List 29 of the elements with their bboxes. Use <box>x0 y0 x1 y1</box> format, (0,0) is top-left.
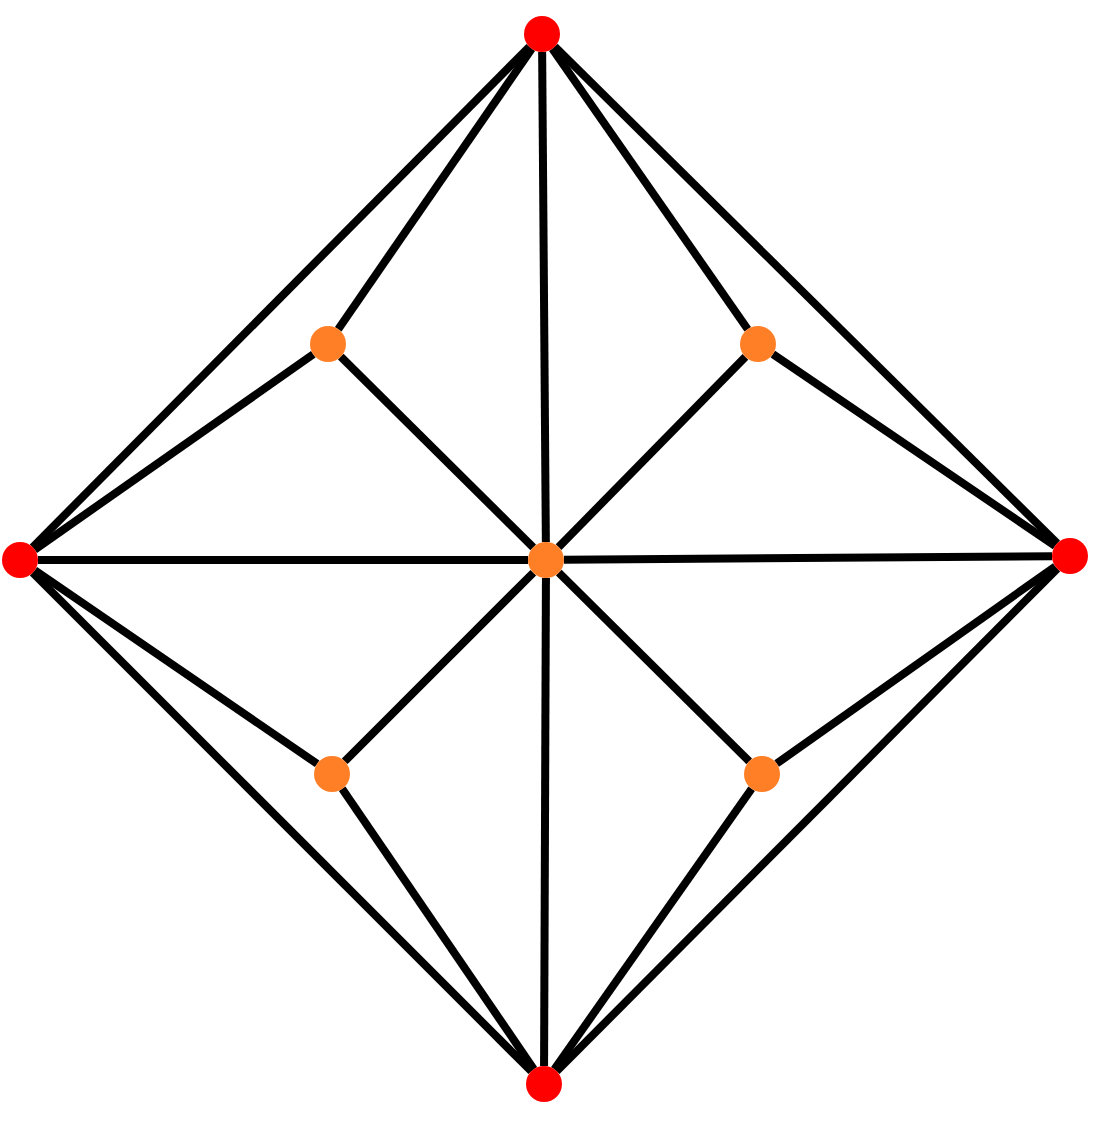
edge-line <box>337 353 537 551</box>
edge-line <box>38 556 528 564</box>
edge-line <box>551 786 755 1072</box>
edge-line <box>32 566 320 768</box>
vertex-dot <box>744 756 780 792</box>
vertex-dot <box>314 756 350 792</box>
vertex-dot <box>310 326 346 362</box>
vertex-dot <box>524 16 560 52</box>
edge-line <box>555 569 753 765</box>
edge-line <box>563 552 1053 564</box>
edge-line <box>774 563 1058 767</box>
vertex-dot <box>528 542 564 578</box>
vertex-dot <box>526 1066 562 1102</box>
edge-line <box>341 569 537 765</box>
vertex-dot <box>1052 538 1088 574</box>
edge-line <box>553 565 1061 1075</box>
edge-line <box>338 786 538 1072</box>
edge-line <box>552 43 1060 547</box>
vertex-dot <box>740 326 776 362</box>
edge-line <box>334 46 536 332</box>
edge-line <box>549 46 751 332</box>
vertex-dot <box>2 542 38 578</box>
edge-line <box>29 569 535 1075</box>
edge-line <box>29 43 533 551</box>
edge-line <box>538 51 550 543</box>
edge-line <box>32 351 316 553</box>
edge-line <box>555 354 749 550</box>
edge-line <box>770 350 1058 550</box>
edge-line <box>540 578 550 1066</box>
